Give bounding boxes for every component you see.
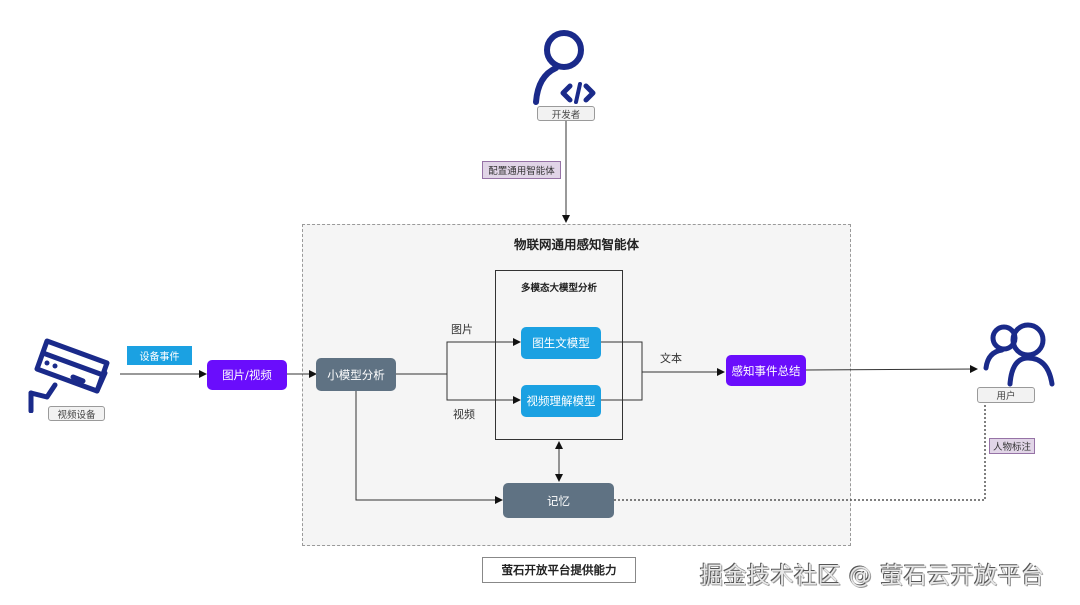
arrowhead-up [555,441,563,449]
node-video-understanding-model[interactable]: 视频理解模型 [521,385,601,417]
edge-to-image-to-text [446,338,521,374]
node-small-model-analysis[interactable]: 小模型分析 [316,358,396,391]
group-title: 多模态大模型分析 [520,283,597,294]
person-annotation-label: 人物标注 [989,438,1035,454]
device-label: 视频设备 [48,406,105,421]
security-camera-icon [25,333,115,414]
edge-to-video-understanding [446,374,521,404]
edge-summary-to-user [805,365,978,374]
developer-icon [528,28,608,106]
edge-label-video: 视频 [453,408,475,421]
node-event-summary[interactable]: 感知事件总结 [726,355,806,386]
edge-image-to-text-out [601,341,643,372]
edge-label-text: 文本 [660,352,682,365]
node-memory[interactable]: 记忆 [503,483,614,518]
config-agent-label: 配置通用智能体 [482,161,561,179]
device-event-label: 设备事件 [127,346,192,365]
user-label: 用户 [977,387,1035,403]
edge-memory-to-user-dotted [614,405,986,501]
platform-capability-label: 萤石开放平台提供能力 [482,557,636,583]
edge-label-image: 图片 [451,323,473,336]
container-title: 物联网通用感知智能体 [513,237,639,252]
developer-label: 开发者 [537,106,595,121]
edge-small-model-to-memory [355,391,503,504]
node-image-to-text-model[interactable]: 图生文模型 [521,327,601,359]
watermark: 掘金技术社区 @ 萤石云开放平台 [700,563,1045,589]
edge-video-out [601,372,643,401]
node-image-video[interactable]: 图片/视频 [207,360,287,390]
users-icon [982,320,1062,388]
